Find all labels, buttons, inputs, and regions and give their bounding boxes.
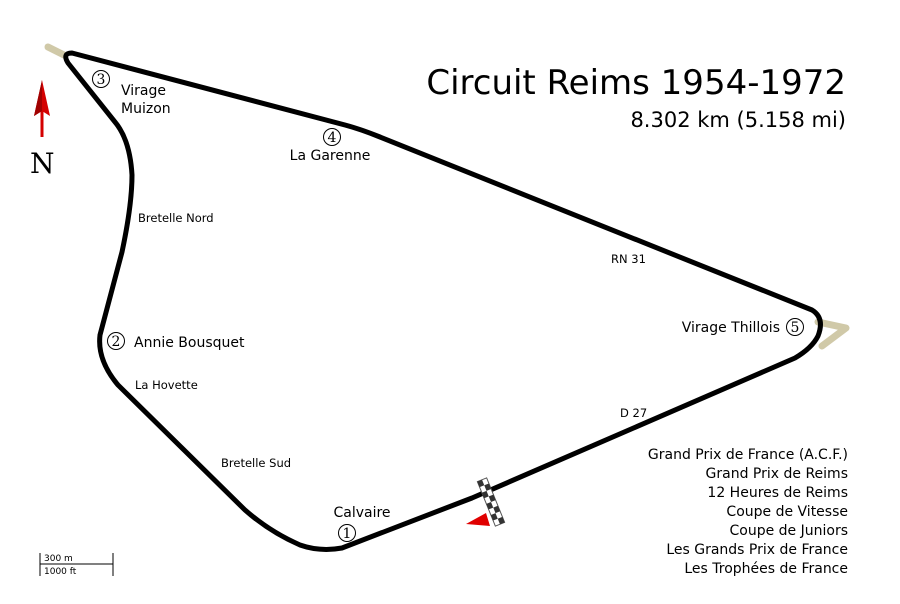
direction-arrow-icon xyxy=(466,513,490,526)
corner-name-la-garenne: La Garenne xyxy=(290,148,371,164)
road-label-la-hovette: La Hovette xyxy=(135,378,198,392)
svg-text:2: 2 xyxy=(112,334,121,350)
event-item: Grand Prix de Reims xyxy=(706,466,848,482)
corner-2-marker: 2 xyxy=(107,332,125,350)
svg-text:1: 1 xyxy=(343,526,352,542)
event-item: Les Grands Prix de France xyxy=(666,542,848,558)
road-label-d27: D 27 xyxy=(620,406,647,420)
corner-name-calvaire: Calvaire xyxy=(333,505,390,521)
svg-text:5: 5 xyxy=(791,320,800,336)
event-item: Les Trophées de France xyxy=(684,561,848,577)
corner-name-virage-thillois: Virage Thillois xyxy=(682,320,780,336)
circuit-title: Circuit Reims 1954-1972 xyxy=(426,63,846,103)
thillois-escape-road xyxy=(814,318,850,350)
corner-name-annie-bousquet: Annie Bousquet xyxy=(134,335,245,351)
svg-text:3: 3 xyxy=(97,72,106,88)
corner-4-marker: 4 xyxy=(323,128,341,146)
road-label-rn31: RN 31 xyxy=(611,252,646,266)
event-item: Coupe de Juniors xyxy=(730,523,849,539)
circuit-length: 8.302 km (5.158 mi) xyxy=(630,108,846,132)
event-item: 12 Heures de Reims xyxy=(707,485,848,501)
scale-imperial-label: 1000 ft xyxy=(44,567,77,577)
corner-1-marker: 1 xyxy=(338,524,356,542)
track-outline xyxy=(63,50,823,552)
event-item: Grand Prix de France (A.C.F.) xyxy=(648,447,848,463)
corner-name-virage-muizon: Virage Muizon xyxy=(121,83,171,117)
start-finish-line xyxy=(476,477,506,527)
road-label-bretelle-sud: Bretelle Sud xyxy=(221,456,291,470)
svg-text:4: 4 xyxy=(328,130,337,146)
muizon-escape-road xyxy=(44,43,68,59)
north-arrow-icon xyxy=(34,80,50,137)
corner-5-marker: 5 xyxy=(786,318,804,336)
road-label-bretelle-nord: Bretelle Nord xyxy=(138,211,214,225)
north-label: N xyxy=(30,147,55,180)
scale-metric-label: 300 m xyxy=(44,554,73,564)
scale-bar: 300 m 1000 ft xyxy=(39,553,114,577)
event-item: Coupe de Vitesse xyxy=(726,504,848,520)
corner-3-marker: 3 xyxy=(92,70,110,88)
events-list: Grand Prix de France (A.C.F.) Grand Prix… xyxy=(648,447,848,577)
